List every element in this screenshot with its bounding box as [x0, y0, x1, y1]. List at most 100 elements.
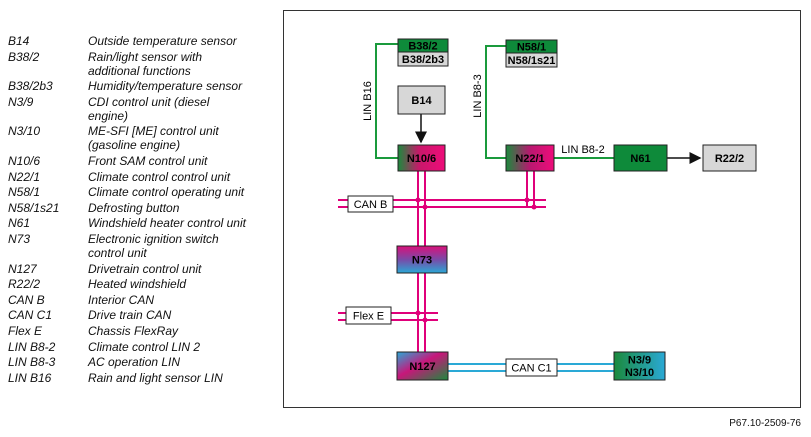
legend-row: N61 Windshield heater control unit [8, 216, 276, 230]
n58-1s21-box [505, 52, 558, 68]
legend-code: LIN B8-3 [8, 355, 56, 370]
legend-code: N58/1s21 [8, 200, 60, 215]
b38-2b3-box [397, 51, 449, 67]
legend-description: Climate control control unit [88, 169, 231, 184]
legend-row: LIN B16 Rain and light sensor LIN [8, 371, 276, 385]
legend-description: Chassis FlexRay [88, 323, 179, 338]
n3-box [613, 351, 666, 381]
legend-code: N73 [8, 231, 31, 246]
legend-code: N61 [8, 216, 31, 231]
legend-code: N10/6 [8, 153, 41, 168]
flex-e-label: Flex E [353, 311, 384, 323]
legend-description: AC operation LIN [88, 355, 181, 370]
can-c1-label: CAN C1 [511, 363, 551, 375]
n61-box [613, 144, 668, 172]
legend-description: Rain and light sensor LIN [88, 370, 223, 385]
n10-6-box [397, 144, 446, 172]
legend-row: N3/9 CDI control unit (diesel engine) [8, 95, 276, 123]
can-b-label: CAN B [354, 199, 388, 211]
legend-description: CDI control unit (diesel engine) [88, 94, 210, 123]
legend-row: B38/2 Rain/light sensor with additional f… [8, 50, 276, 78]
junction-dot [422, 317, 428, 323]
n127-label: N127 [409, 361, 435, 373]
junction-dot [422, 204, 428, 210]
legend-code: N58/1 [8, 185, 41, 200]
legend-description: Heated windshield [88, 277, 187, 292]
legend-code: B38/2 [8, 49, 40, 64]
legend-code: N3/9 [8, 94, 34, 109]
n73-label: N73 [412, 255, 432, 267]
legend-row: LIN B8-3 AC operation LIN [8, 355, 276, 369]
b38-2b3-label: B38/2b3 [402, 54, 444, 66]
legend-row: N22/1 Climate control control unit [8, 170, 276, 184]
r22-2-label: R22/2 [715, 153, 744, 165]
legend-description: Drive train CAN [88, 308, 172, 323]
lin-b8-3-line [485, 45, 506, 159]
legend-description: Climate control operating unit [88, 185, 245, 200]
legend-description: Electronic ignition switch control unit [88, 231, 219, 260]
legend-code: B38/2b3 [8, 79, 53, 94]
can-b-label-box [347, 195, 394, 213]
legend-row: R22/2 Heated windshield [8, 277, 276, 291]
n22-1-label: N22/1 [515, 153, 544, 165]
legend-code: R22/2 [8, 277, 41, 292]
junction-dot [524, 197, 530, 203]
legend-code: CAN B [8, 292, 45, 307]
legend-row: N58/1s21 Defrosting button [8, 201, 276, 215]
legend-row: CAN C1 Drive train CAN [8, 308, 276, 322]
lin-b8-2-label: LIN B8-2 [561, 144, 604, 156]
legend-row: B14 Outside temperature sensor [8, 34, 276, 48]
b14-box [397, 85, 446, 115]
legend-code: LIN B8-2 [8, 339, 56, 354]
legend-description: ME-SFI [ME] control unit (gasoline engin… [88, 124, 219, 153]
legend-description: Humidity/temperature sensor [88, 79, 243, 94]
lin-b8-3-label: LIN B8-3 [472, 74, 484, 117]
legend-description: Defrosting button [88, 200, 180, 215]
lin-b16-label: LIN B16 [362, 81, 374, 121]
legend-row: LIN B8-2 Climate control LIN 2 [8, 340, 276, 354]
legend-row: B38/2b3 Humidity/temperature sensor [8, 79, 276, 93]
legend-row: Flex E Chassis FlexRay [8, 324, 276, 338]
n3-9-label: N3/9 [628, 355, 651, 367]
n3-10-label: N3/10 [625, 367, 654, 379]
legend-code: B14 [8, 34, 30, 48]
legend-row: CAN B Interior CAN [8, 293, 276, 307]
junction-dot [415, 197, 421, 203]
n127-box [396, 351, 449, 381]
legend-description: Drivetrain control unit [88, 261, 202, 276]
legend-description: Rain/light sensor with additional functi… [88, 49, 203, 78]
r22-2-box [702, 144, 757, 172]
legend-row: N3/10 ME-SFI [ME] control unit (gasoline … [8, 124, 276, 152]
legend-code: Flex E [8, 323, 43, 338]
lin-b16-line [375, 43, 398, 159]
n10-6-label: N10/6 [407, 153, 436, 165]
legend-description: Front SAM control unit [88, 153, 208, 168]
legend-description: Climate control LIN 2 [88, 339, 201, 354]
flex-e-label-box [345, 306, 392, 325]
legend-description: Outside temperature sensor [88, 34, 237, 48]
legend-row: N58/1 Climate control operating unit [8, 185, 276, 199]
n58-1-label: N58/1 [517, 42, 546, 54]
n58-1s21-label: N58/1s21 [508, 55, 556, 67]
legend-code: CAN C1 [8, 308, 53, 323]
junction-dot [531, 204, 537, 210]
legend-row: N73 Electronic ignition switch control un… [8, 232, 276, 260]
diagram-frame [283, 10, 801, 408]
legend-code: N127 [8, 261, 37, 276]
legend-code: N22/1 [8, 169, 41, 184]
legend-row: N10/6 Front SAM control unit [8, 154, 276, 168]
legend-row: N127 Drivetrain control unit [8, 262, 276, 276]
figure-code: P67.10-2509-76 [729, 418, 801, 429]
b14-label: B14 [411, 95, 432, 107]
legend-description: Windshield heater control unit [88, 216, 246, 231]
legend-description: Interior CAN [88, 292, 155, 307]
junction-dot [415, 310, 421, 316]
legend-code: N3/10 [8, 124, 41, 139]
n73-box [396, 245, 448, 274]
can-c1-label-box [505, 358, 558, 377]
b38-2-label: B38/2 [408, 41, 437, 53]
n61-label: N61 [630, 153, 650, 165]
legend-code: LIN B16 [8, 370, 52, 385]
